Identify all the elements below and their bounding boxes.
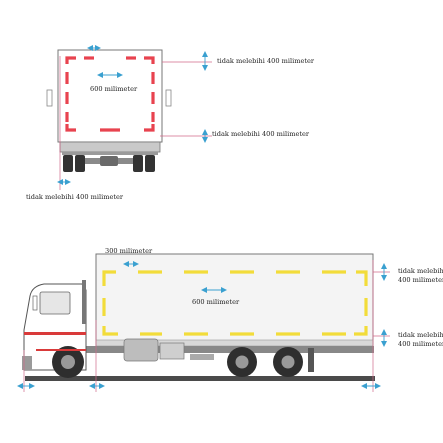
cab-window <box>39 291 71 315</box>
rear-mirror-right <box>165 89 172 107</box>
rear-underride-bar <box>62 152 158 155</box>
side-view: 300 milimeter 600 milimeter tidak melebi… <box>17 247 443 392</box>
toolbox <box>159 342 185 360</box>
rear-mudflap <box>308 348 314 372</box>
rear-cargo-box <box>57 49 163 143</box>
fuel-tank <box>123 338 159 362</box>
side-reflector-tape <box>102 270 368 336</box>
side-top-limit-label-1: tidak melebihi <box>398 267 443 275</box>
rear-wheel-left-outer <box>63 155 73 172</box>
rear-mirror-left <box>46 89 53 107</box>
rear-wheel-left-inner <box>75 155 85 172</box>
rear-wheel-1 <box>227 347 257 377</box>
ground-line <box>25 376 375 381</box>
cab-mirror <box>32 295 38 311</box>
rear-wheel-right-outer <box>145 155 155 172</box>
exhaust-stack <box>82 280 86 324</box>
rear-wheel-right-inner <box>133 155 143 172</box>
rear-bumper <box>59 141 161 153</box>
side-underride-guard <box>190 354 214 360</box>
rear-view: tidak melebihi 400 milimeter 600 milimet… <box>26 45 315 201</box>
side-dimension-arrows <box>17 261 387 389</box>
rear-reflector-tape <box>65 56 155 132</box>
cab-red-stripe <box>24 332 86 335</box>
cab-bumper <box>22 356 32 370</box>
rear-bottom-limit-label: tidak melebihi 400 milimeter <box>212 130 310 138</box>
side-bottom-limit-label-2: 400 milimeter <box>398 340 443 348</box>
side-top-limit-label-2: 400 milimeter <box>398 276 443 284</box>
rear-side-limit-label: tidak melebihi 400 milimeter <box>26 193 124 201</box>
rear-wheel-2 <box>273 347 303 377</box>
rear-differential <box>100 156 118 166</box>
rear-top-limit-label: tidak melebihi 400 milimeter <box>217 57 315 65</box>
side-inner-spacing-label: 600 milimeter <box>192 298 240 306</box>
side-cargo-box <box>95 253 374 347</box>
front-wheel <box>52 346 84 378</box>
rear-inner-spacing-label: 600 milimeter <box>90 85 138 93</box>
side-bottom-limit-label-1: tidak melebihi <box>398 331 443 339</box>
rear-dimension-arrows <box>57 45 208 185</box>
chassis-frame <box>86 346 374 353</box>
side-top-spacing-label: 300 milimeter <box>105 247 153 255</box>
